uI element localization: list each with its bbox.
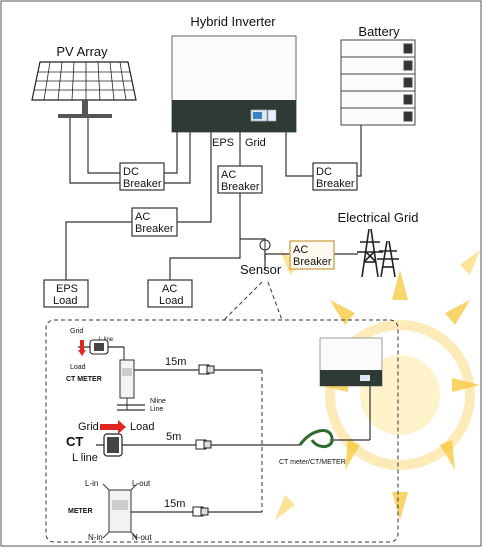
battery-stack-icon (340, 39, 416, 126)
svg-text:DC: DC (316, 166, 332, 178)
svg-text:Breaker: Breaker (221, 181, 260, 193)
svg-text:15m: 15m (164, 498, 185, 510)
dc-breaker-pv: DC Breaker (119, 162, 165, 191)
sensor-label: Sensor (240, 262, 282, 277)
svg-text:Breaker: Breaker (316, 178, 355, 190)
wiring-lines (65, 118, 362, 280)
svg-text:AC: AC (221, 169, 236, 181)
eps-port-label: EPS (212, 137, 234, 149)
sensor-callout (223, 281, 283, 321)
eps-load-box: EPS Load (43, 279, 89, 308)
svg-text:L-out: L-out (132, 479, 151, 488)
transmission-tower-icon (357, 228, 399, 278)
ac-load-box: AC Load (147, 279, 193, 308)
svg-text:Load: Load (159, 295, 183, 307)
grid-port-label: Grid (245, 137, 266, 149)
svg-text:5m: 5m (166, 431, 181, 443)
cable-caption: CT meter/CT/METER (279, 459, 346, 466)
dc-breaker-battery: DC Breaker (312, 162, 358, 191)
inverter-title: Hybrid Inverter (190, 14, 276, 29)
svg-text:CT METER: CT METER (66, 376, 102, 383)
detail-box (45, 319, 399, 543)
pv-panel-icon (31, 61, 137, 118)
hybrid-inverter-icon (171, 35, 297, 133)
svg-text:L-in: L-in (85, 479, 98, 488)
svg-text:Load: Load (130, 421, 154, 433)
detail-inverter-icon (319, 337, 383, 387)
svg-text:CT: CT (66, 434, 83, 449)
svg-text:AC: AC (293, 244, 308, 256)
ac-breaker-grid: AC Breaker (289, 240, 335, 270)
sensor-icon (259, 239, 271, 251)
svg-text:N-out: N-out (132, 533, 152, 542)
svg-text:Breaker: Breaker (293, 256, 332, 268)
svg-text:Load: Load (53, 295, 77, 307)
svg-text:N-in: N-in (88, 533, 103, 542)
svg-text:Grid: Grid (70, 328, 83, 335)
ac-breaker-eps: AC Breaker (131, 207, 178, 237)
svg-text:Load: Load (70, 364, 86, 371)
svg-text:15m: 15m (165, 356, 186, 368)
meter-section: L-in L-out METER N-in N-out 15m (68, 479, 262, 542)
svg-text:Breaker: Breaker (135, 223, 174, 235)
ct-section: Grid Load CT L line 5m (66, 420, 300, 464)
electrical-grid-label: Electrical Grid (338, 210, 419, 225)
ct-meter-section: Grid L line Load CT METER Nline Line 15m (66, 328, 262, 413)
svg-text:EPS: EPS (56, 283, 78, 295)
svg-text:Line: Line (150, 406, 163, 413)
svg-text:AC: AC (135, 211, 150, 223)
svg-text:DC: DC (123, 166, 139, 178)
svg-text:AC: AC (162, 283, 177, 295)
cable-icon (298, 429, 334, 448)
svg-text:Nline: Nline (150, 398, 166, 405)
pv-array-label: PV Array (56, 44, 108, 59)
svg-text:METER: METER (68, 508, 93, 515)
ac-breaker-grid-port: AC Breaker (217, 165, 263, 194)
svg-text:L line: L line (72, 452, 98, 464)
battery-label: Battery (358, 24, 400, 39)
svg-text:Grid: Grid (78, 421, 99, 433)
svg-text:Breaker: Breaker (123, 178, 162, 190)
